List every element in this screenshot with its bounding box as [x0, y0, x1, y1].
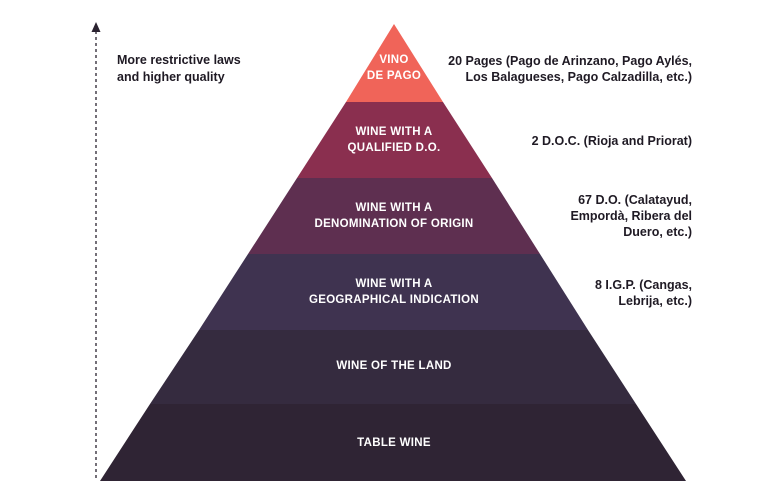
quality-arrow — [91, 22, 101, 478]
tier-note-qualified-do: 2 D.O.C. (Rioja and Priorat) — [531, 134, 692, 148]
tier-note-geographical-indication: 8 I.G.P. (Cangas, Lebrija, etc.) — [594, 278, 692, 308]
tier-note-denomination-of-origin: 67 D.O. (Calatayud, Empordà, Ribera del … — [570, 193, 692, 239]
tier-note-vino-de-pago: 20 Pages (Pago de Arinzano, Pago Aylés, … — [448, 54, 692, 84]
axis-note: More restrictive laws and higher quality — [117, 53, 241, 84]
tier-label-geographical-indication: WINE WITH A GEOGRAPHICAL INDICATION — [308, 278, 480, 306]
pyramid-tier-qualified-do — [297, 102, 492, 178]
pyramid-tier-geographical-indication — [199, 254, 588, 330]
tier-label-denomination-of-origin: WINE WITH A DENOMINATION OF ORIGIN — [314, 202, 474, 230]
tier-label-wine-of-the-land: WINE OF THE LAND — [336, 360, 452, 372]
pyramid-tier-denomination-of-origin — [248, 178, 540, 254]
pyramid-tier-vino-de-pago — [346, 24, 443, 102]
tier-label-qualified-do: WINE WITH A QUALIFIED D.O. — [347, 126, 441, 154]
pyramid-tier-wine-of-the-land — [150, 330, 636, 404]
tier-label-vino-de-pago: VINO DE PAGO — [366, 54, 422, 82]
pyramid-tier-table-wine — [100, 404, 686, 481]
tier-label-table-wine: TABLE WINE — [357, 437, 431, 449]
